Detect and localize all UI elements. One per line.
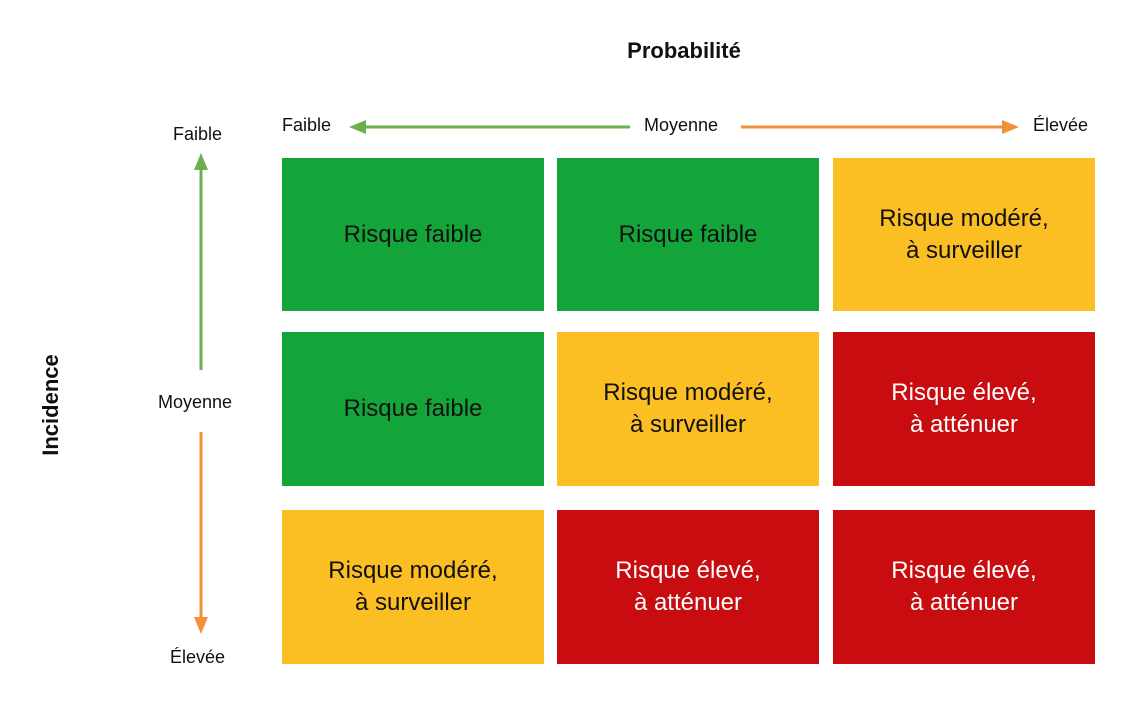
cell-high-impact-medium-prob: Risque élevé, à atténuer (557, 510, 819, 664)
cell-text: Risque faible (343, 395, 483, 422)
cell-medium-impact-medium-prob: Risque modéré, à surveiller (557, 332, 819, 486)
cell-text: Risque modéré, à surveiller (879, 204, 1049, 264)
y-arrowhead-up (194, 153, 208, 170)
x-arrowhead-left (349, 120, 366, 134)
cell-text: Risque modéré, à surveiller (328, 557, 498, 616)
x-label-high: Élevée (1033, 115, 1089, 135)
cell-high-impact-low-prob: Risque modéré, à surveiller (282, 510, 544, 664)
x-label-low: Faible (282, 115, 332, 135)
cell-text: Risque faible (618, 220, 758, 248)
y-label-high: Élevée (170, 647, 226, 667)
cell-text: Risque élevé, à atténuer (891, 379, 1037, 438)
cell-medium-impact-low-prob: Risque faible (282, 332, 544, 486)
cell-low-impact-low-prob: Risque faible (282, 158, 544, 311)
cell-text: Risque modéré, à surveiller (603, 379, 773, 438)
cell-text: Risque faible (343, 220, 483, 248)
y-label-medium: Moyenne (158, 392, 233, 412)
y-arrowhead-down (194, 617, 208, 634)
cell-low-impact-medium-prob: Risque faible (557, 158, 819, 311)
x-label-medium: Moyenne (644, 115, 719, 135)
x-axis-title: Probabilité (627, 38, 741, 63)
y-label-low: Faible (173, 124, 223, 144)
cell-low-impact-high-prob: Risque modéré, à surveiller (833, 158, 1095, 311)
cell-text: Risque élevé, à atténuer (615, 557, 761, 616)
x-arrowhead-right (1002, 120, 1019, 134)
cell-high-impact-high-prob: Risque élevé, à atténuer (833, 510, 1095, 664)
cell-medium-impact-high-prob: Risque élevé, à atténuer (833, 332, 1095, 486)
cell-text: Risque élevé, à atténuer (891, 557, 1037, 616)
